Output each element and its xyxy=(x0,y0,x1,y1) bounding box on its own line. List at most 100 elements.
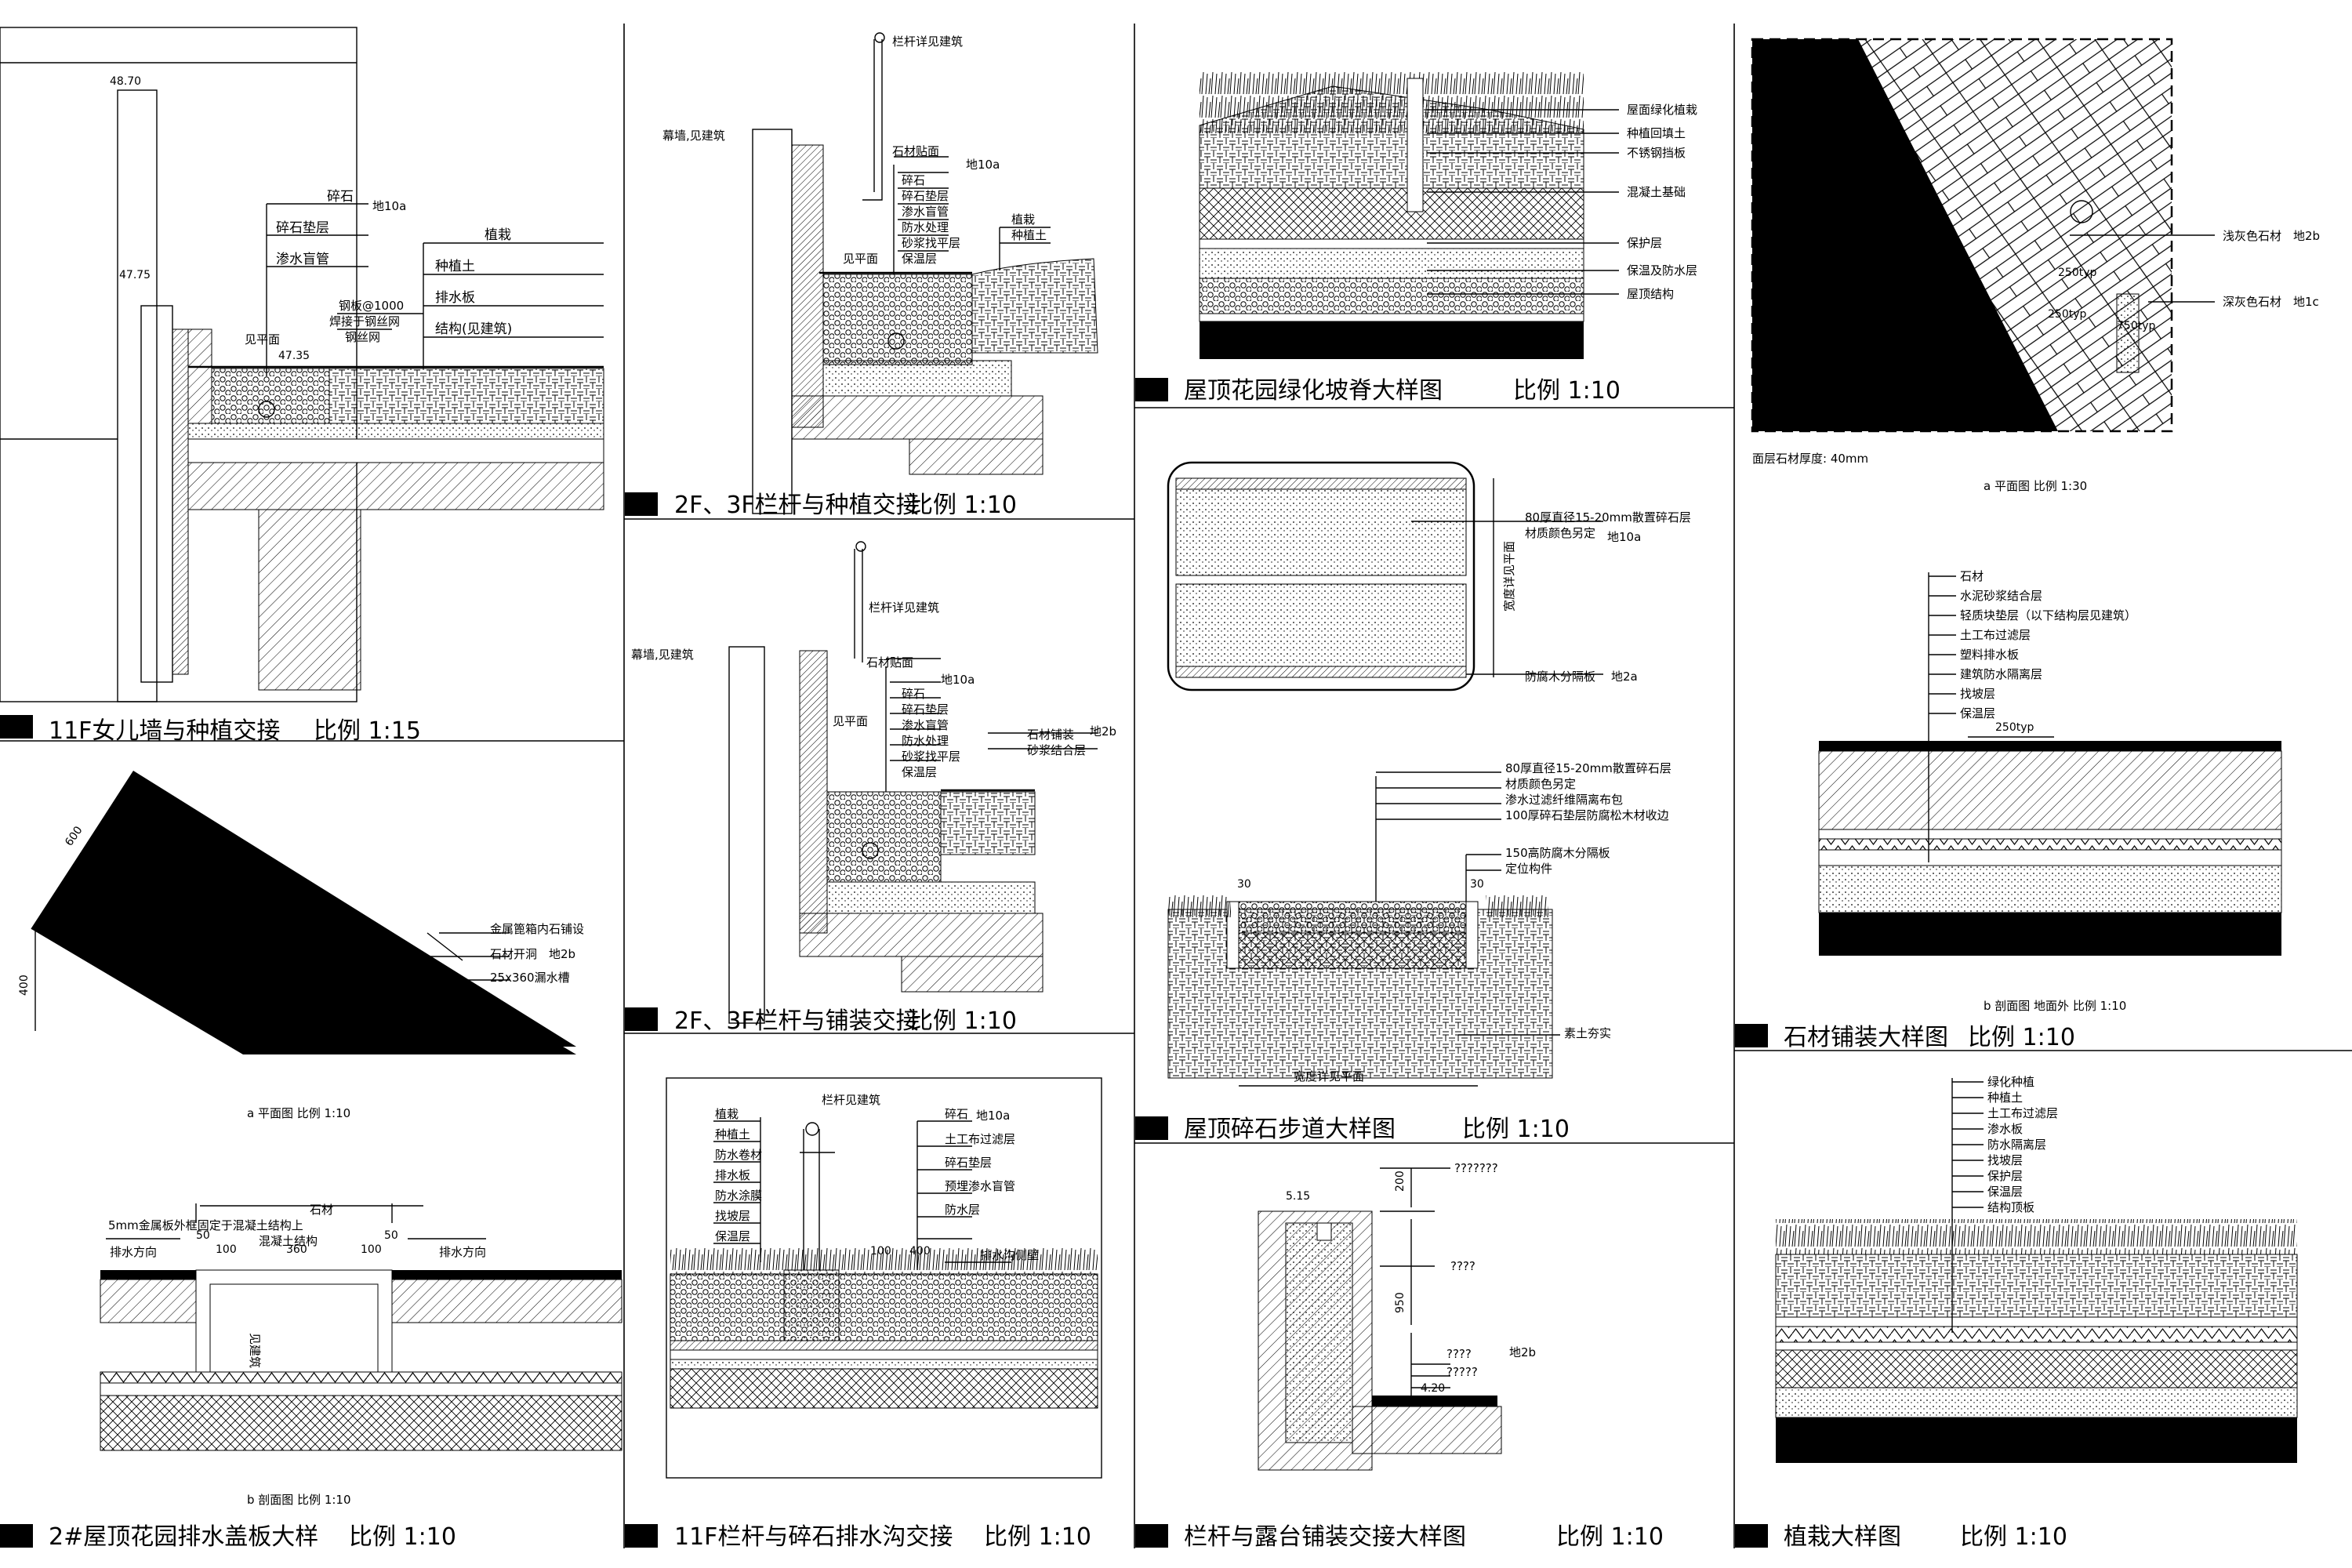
p12-dim-0: 50 xyxy=(196,1229,210,1242)
p1-level-3: 47.35 xyxy=(278,350,310,362)
p5-label-waterproof: 防水处理 xyxy=(902,734,949,748)
p6-scale: 比例 1:10 xyxy=(1462,1116,1570,1143)
p12-label-dir-left: 排水方向 xyxy=(110,1245,157,1259)
p6-title-marker xyxy=(1135,1116,1168,1140)
p5-label-gravelbed: 碎石垫层 xyxy=(902,702,949,717)
p9-left-3: 排水板 xyxy=(715,1168,750,1182)
p7-label-1: 水泥砂浆结合层 xyxy=(1960,589,2042,603)
p10-label-3: ????? xyxy=(1446,1365,1478,1379)
p2-label-seeplan: 见平面 xyxy=(843,252,878,266)
p6-top-label-2: 地10a xyxy=(1607,530,1641,544)
p2-label-code: 地10a xyxy=(966,158,1000,172)
p11-label-7: 保温层 xyxy=(1987,1185,2023,1199)
p1-level-1: 48.70 xyxy=(110,75,141,88)
p2-label-screed: 砂浆找平层 xyxy=(902,236,960,250)
p10-dim-2: 950 xyxy=(1394,1292,1406,1313)
p11-label-3: 渗水板 xyxy=(1987,1122,2023,1136)
p7-label-3: 土工布过滤层 xyxy=(1960,628,2031,642)
p10-title: 栏杆与露台铺装交接大样图 xyxy=(1184,1523,1466,1551)
p7-title: 石材铺装大样图 xyxy=(1784,1024,1948,1051)
p1-label-gravel: 碎石 xyxy=(327,189,354,205)
p6-bottom-label-1: 材质颜色另定 xyxy=(1505,777,1576,791)
p1-label-structure: 结构(见建筑) xyxy=(435,321,512,337)
p2-title-marker xyxy=(625,492,658,516)
p10-title-marker xyxy=(1135,1524,1168,1548)
p9-right-3: 碎石垫层 xyxy=(945,1156,992,1170)
p8-label-2: 地2b xyxy=(549,947,575,961)
panel-paving-plan xyxy=(1751,38,2215,433)
p9-scale: 比例 1:10 xyxy=(984,1523,1091,1551)
p5-title: 2F、3F栏杆与铺装交接 xyxy=(674,1007,920,1035)
p2-title: 2F、3F栏杆与种植交接 xyxy=(674,492,920,519)
p3-label-1: 种植回填土 xyxy=(1627,126,1686,140)
panel-planting-section xyxy=(1775,1078,2298,1463)
p2-label-curtainwall: 幕墙,见建筑 xyxy=(662,129,725,143)
p3-label-0: 屋面绿化植栽 xyxy=(1627,103,1697,117)
p6-top-label-0: 80厚直径15-20mm散置碎石层 xyxy=(1525,510,1691,524)
p4-label-dark: 深灰色石材 xyxy=(2223,295,2281,309)
p12-scale: 比例 1:10 xyxy=(349,1523,456,1551)
p10-dim-0: 5.15 xyxy=(1286,1190,1310,1203)
p9-left-5: 找坡层 xyxy=(715,1209,750,1223)
p1-label-seeplan: 见平面 xyxy=(245,332,280,347)
p8-label-3: 25x360漏水槽 xyxy=(490,971,570,985)
p2-label-waterproof: 防水处理 xyxy=(902,220,949,234)
panel-drain-plan xyxy=(31,771,576,1054)
p1-scale: 比例 1:15 xyxy=(314,717,421,745)
p5-label-screed: 砂浆找平层 xyxy=(902,750,960,764)
p6-top-label-4: 地2a xyxy=(1611,670,1638,684)
p1-label-drain-pipe: 渗水盲管 xyxy=(276,252,329,267)
p10-label-code: 地2b xyxy=(1509,1345,1536,1359)
p9-left-1: 种植土 xyxy=(715,1127,750,1142)
p3-scale: 比例 1:10 xyxy=(1513,377,1621,405)
p2-label-pipe: 渗水盲管 xyxy=(902,205,949,219)
p5-label-insulation: 保温层 xyxy=(902,765,937,779)
p8-dim-600: 600 xyxy=(63,824,85,848)
p9-dim-400: 400 xyxy=(909,1245,931,1258)
p11-label-6: 保护层 xyxy=(1987,1169,2023,1183)
p5-label-pipe: 渗水盲管 xyxy=(902,718,949,732)
p9-dim-100: 100 xyxy=(870,1245,891,1258)
p5-label-rail: 栏杆详见建筑 xyxy=(869,601,939,615)
p12-label-dir-right: 排水方向 xyxy=(439,1245,486,1259)
p1-title: 11F女儿墙与种植交接 xyxy=(49,717,280,745)
p8-scale-a: a 平面图 比例 1:10 xyxy=(247,1106,350,1120)
p1-label-gravel-bed: 碎石垫层 xyxy=(276,220,329,236)
p12-dim-1: 100 xyxy=(216,1243,237,1256)
callouts-p1 xyxy=(266,203,604,376)
p1-label-plant: 植栽 xyxy=(485,227,511,243)
p6-bottom-label-7: 宽度详见平面 xyxy=(1294,1069,1364,1083)
p2-label-insulation: 保温层 xyxy=(902,252,937,266)
p8-dim-400: 400 xyxy=(18,975,31,996)
p3-label-5: 保温及防水层 xyxy=(1627,263,1697,278)
p11-label-5: 找坡层 xyxy=(1987,1153,2023,1167)
p9-left-0: 植栽 xyxy=(715,1107,739,1121)
p12-label-stone: 石材 xyxy=(310,1203,333,1217)
p6-dim-1: 30 xyxy=(1237,878,1251,891)
p10-label-2: ???? xyxy=(1446,1347,1472,1361)
p7-label-0: 石材 xyxy=(1960,569,1984,583)
p12-title: 2#屋顶花园排水盖板大样 xyxy=(49,1523,318,1551)
panel-railing-terrace xyxy=(1258,1167,1502,1471)
p10-dim-3: 4.20 xyxy=(1421,1382,1445,1395)
p6-bottom-label-6: 素土夯实 xyxy=(1564,1026,1611,1040)
p2-scale: 比例 1:10 xyxy=(909,492,1017,519)
p11-title: 植栽大样图 xyxy=(1784,1523,1901,1551)
p4-note: 面层石材厚度: 40mm xyxy=(1752,452,1868,466)
p9-right-2: 土工布过滤层 xyxy=(945,1132,1015,1146)
p1-title-marker xyxy=(0,715,33,739)
p12-dim-3: 100 xyxy=(361,1243,382,1256)
p5-label-mortar: 砂浆结合层 xyxy=(1027,743,1086,757)
p9-right-1: 地10a xyxy=(976,1109,1010,1123)
p5-label-code: 地10a xyxy=(941,673,975,687)
p5-label-stone: 石材贴面 xyxy=(866,655,913,670)
p5-title-marker xyxy=(625,1007,658,1031)
p9-right-6: 排水沟侧壁 xyxy=(980,1248,1039,1262)
p3-title-marker xyxy=(1135,378,1168,401)
p5-label-paving-code: 地2b xyxy=(1090,724,1116,739)
p6-dim-2: 30 xyxy=(1470,878,1484,891)
p4-label-dark-code: 地1c xyxy=(2293,295,2319,309)
p11-scale: 比例 1:10 xyxy=(1960,1523,2067,1551)
p7-scale-b: b 剖面图 地面外 比例 1:10 xyxy=(1984,999,2126,1013)
p2-label-gravel: 碎石 xyxy=(902,173,925,187)
